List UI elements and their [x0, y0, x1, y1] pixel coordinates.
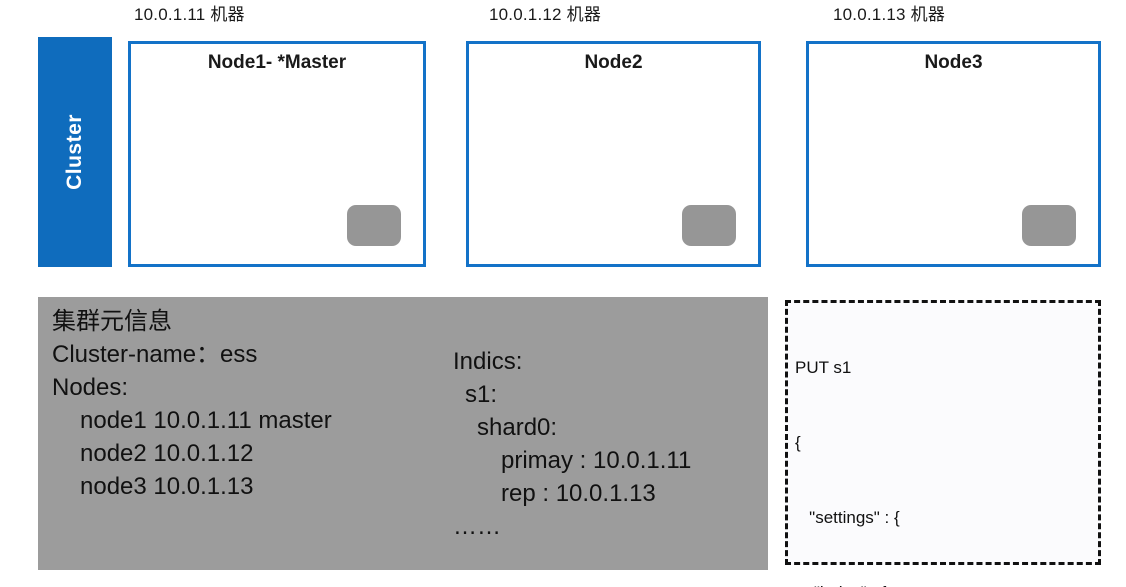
cluster-bar: Cluster [38, 37, 112, 267]
shard-chip-node2 [682, 205, 736, 246]
meta-ellipsis: …… [453, 513, 501, 540]
meta-cluster-name: Cluster-name：ess [52, 341, 258, 368]
machine-caption-1: 10.0.1.11 机器 [134, 5, 245, 24]
meta-node-row-1: node1 10.0.1.11 master [80, 407, 332, 434]
meta-shard-replica: rep : 10.0.1.13 [501, 480, 656, 507]
node-box-1: Node1- *Master [128, 41, 426, 267]
node-title-2: Node2 [584, 52, 643, 73]
meta-shard-primary: primay : 10.0.1.11 [501, 447, 692, 474]
node-box-2: Node2 [466, 41, 761, 267]
json-line-3: "index" : { [795, 580, 1013, 587]
json-line-2: "settings" : { [795, 508, 900, 527]
meta-column-cluster: 集群元信息 Cluster-name：ess Nodes: node1 10.0… [52, 305, 332, 503]
node-box-3: Node3 [806, 41, 1101, 267]
machine-caption-2: 10.0.1.12 机器 [489, 5, 602, 24]
meta-index-name: s1: [465, 381, 498, 408]
meta-nodes-key: Nodes: [52, 374, 129, 401]
json-line-0: PUT s1 [795, 358, 852, 377]
meta-shard-name: shard0: [477, 414, 558, 441]
cluster-meta-panel: 集群元信息 Cluster-name：ess Nodes: node1 10.0… [38, 297, 768, 570]
cluster-label: Cluster [63, 114, 86, 190]
meta-indices-key: Indics: [453, 348, 523, 375]
shard-chip-node1 [347, 205, 401, 246]
meta-panel-title: 集群元信息 [52, 307, 172, 335]
meta-node-row-2: node2 10.0.1.12 [80, 440, 254, 467]
json-line-1: { [795, 433, 801, 452]
json-code-block: PUT s1 { "settings" : { "index" : { "num… [795, 305, 1013, 587]
meta-node-row-3: node3 10.0.1.13 [80, 473, 254, 500]
node-title-1: Node1- *Master [207, 52, 347, 73]
node-title-3: Node3 [924, 52, 983, 73]
machine-caption-3: 10.0.1.13 机器 [833, 5, 946, 24]
put-index-request-panel: PUT s1 { "settings" : { "index" : { "num… [785, 300, 1101, 587]
shard-chip-node3 [1022, 205, 1076, 246]
meta-column-indices: Indics: s1: shard0: primay : 10.0.1.11 r… [453, 345, 691, 543]
